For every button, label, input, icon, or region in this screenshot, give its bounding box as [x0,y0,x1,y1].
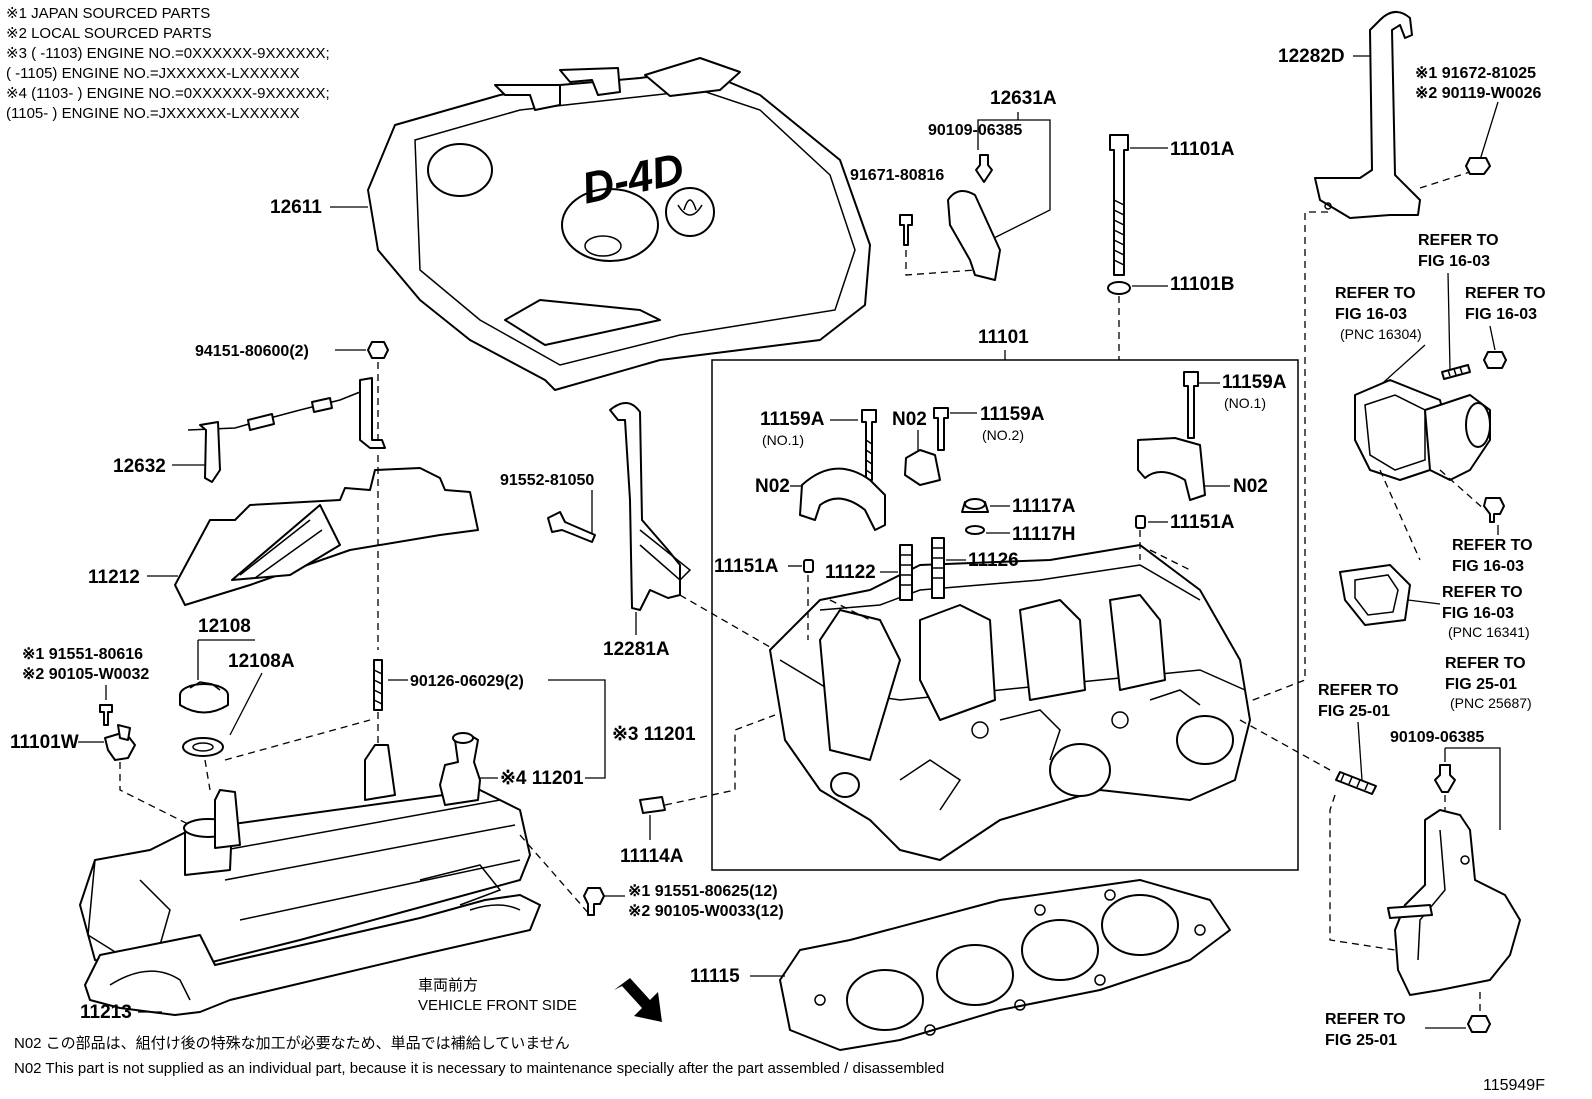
label-11101B: 11101B [1170,274,1234,295]
label-91551-80616: ※1 91551-80616 [22,646,143,663]
label-11159A-right-sub: (NO.1) [1224,395,1266,411]
label-11201-4: ※4 11201 [500,768,584,789]
label-90105-W0032: ※2 90105-W0032 [22,666,149,683]
refer-25-01-bottom: REFER TO FIG 25-01 [1325,1011,1406,1049]
label-12611: 12611 [270,197,322,218]
assembly-box [711,359,1299,871]
svg-text:REFER TO: REFER TO [1442,584,1523,601]
label-11122: 11122 [825,562,876,583]
label-90109-a: 90109-06385 [928,122,1022,139]
head-gasket [779,879,1231,1051]
note-line-1: ※1 JAPAN SOURCED PARTS [6,5,210,22]
svg-text:REFER TO: REFER TO [1325,1011,1406,1028]
refer-16-03-right: REFER TO FIG 16-03 [1465,285,1546,323]
label-12632: 12632 [113,456,166,477]
label-11159A-mid-sub: (NO.2) [982,427,1024,443]
label-11159A-mid: 11159A [980,404,1045,425]
svg-text:FIG 25-01: FIG 25-01 [1325,1032,1397,1049]
svg-text:FIG 16-03: FIG 16-03 [1335,306,1407,323]
svg-text:FIG 16-03: FIG 16-03 [1418,253,1490,270]
svg-text:REFER TO: REFER TO [1418,232,1499,249]
svg-text:(PNC 16341): (PNC 16341) [1448,624,1530,640]
note-line-4: ( -1105) ENGINE NO.=JXXXXXX-LXXXXXX [6,65,300,82]
label-11115: 11115 [690,966,740,987]
note-line-6: (1105- ) ENGINE NO.=JXXXXXX-LXXXXXX [6,105,300,122]
label-11159A-right: 11159A [1222,372,1287,393]
label-90126-06029: 90126-06029(2) [410,673,524,690]
label-90105-W0033: ※2 90105-W0033(12) [628,903,784,920]
label-12281A: 12281A [603,639,670,660]
footer-note-jp: N02 この部品は、組付け後の特殊な加工が必要なため、単品では補給していません [14,1035,570,1052]
refer-25-01-stud: REFER TO FIG 25-01 [1318,682,1399,720]
label-11201-3: ※3 11201 [612,724,696,745]
label-91671-80816: 91671-80816 [850,167,944,184]
label-11101: 11101 [978,327,1029,348]
refer-16-03-bolt: REFER TO FIG 16-03 [1452,537,1533,575]
front-label-jp: 車両前方 [418,977,478,994]
note-line-2: ※2 LOCAL SOURCED PARTS [6,25,212,42]
refer-16-03-pnc16304: REFER TO FIG 16-03 (PNC 16304) [1335,285,1422,342]
front-label-en: VEHICLE FRONT SIDE [418,997,577,1014]
figure-id: 115949F [1483,1077,1545,1094]
label-11151A-right: 11151A [1170,512,1235,533]
cylinder-head-cover [79,732,531,976]
svg-text:FIG 16-03: FIG 16-03 [1465,306,1537,323]
svg-text:FIG 25-01: FIG 25-01 [1318,703,1390,720]
label-11213: 11213 [80,1002,132,1023]
svg-text:FIG 25-01: FIG 25-01 [1445,676,1517,693]
label-11159A-left-sub: (NO.1) [762,432,804,448]
label-94151-80600: 94151-80600(2) [195,343,309,360]
label-11117A: 11117A [1012,496,1076,517]
refer-25-01-pnc25687: REFER TO FIG 25-01 (PNC 25687) [1445,655,1532,711]
label-11101A: 11101A [1170,139,1235,160]
water-outlet [1354,379,1491,481]
label-N02-left: N02 [755,476,790,497]
label-11159A-left: 11159A [760,409,825,430]
cylinder-head [769,544,1251,861]
label-91551-80625: ※1 91551-80625(12) [628,883,778,900]
label-11126: 11126 [968,550,1019,571]
engine-cover: D-4D [367,57,871,391]
arrow-front-icon [614,978,662,1022]
svg-text:(PNC 16304): (PNC 16304) [1340,326,1422,342]
label-91672-81025: ※1 91672-81025 [1415,65,1536,82]
svg-text:REFER TO: REFER TO [1452,537,1533,554]
label-90119-W0026: ※2 90119-W0026 [1415,85,1541,102]
svg-text:(PNC 25687): (PNC 25687) [1450,695,1532,711]
label-91552-81050: 91552-81050 [500,472,594,489]
header-notes: ※1 JAPAN SOURCED PARTS ※2 LOCAL SOURCED … [6,5,330,122]
label-12108: 12108 [198,616,251,637]
label-11114A: 11114A [620,846,684,867]
svg-text:REFER TO: REFER TO [1465,285,1546,302]
note-line-3: ※3 ( -1103) ENGINE NO.=0XXXXXX-9XXXXXX; [6,45,330,62]
label-11101W: 11101W [10,732,79,753]
svg-text:REFER TO: REFER TO [1445,655,1526,672]
bracket-25687 [1387,809,1521,996]
refer-16-03-pnc16341: REFER TO FIG 16-03 (PNC 16341) [1442,584,1530,640]
label-12631A: 12631A [990,88,1057,109]
label-12282D: 12282D [1278,46,1345,67]
label-N02-right: N02 [1233,476,1268,497]
label-11117H: 11117H [1012,524,1075,545]
label-12108A: 12108A [228,651,295,672]
svg-text:FIG 16-03: FIG 16-03 [1442,605,1514,622]
label-11212: 11212 [88,567,140,588]
refer-16-03-top: REFER TO FIG 16-03 [1418,232,1499,270]
footer-note-en: N02 This part is not supplied as an indi… [14,1060,944,1077]
label-N02-mid: N02 [892,409,927,430]
label-11151A-left: 11151A [714,556,779,577]
svg-text:FIG 16-03: FIG 16-03 [1452,558,1524,575]
label-90109-b: 90109-06385 [1390,729,1484,746]
note-line-5: ※4 (1103- ) ENGINE NO.=0XXXXXX-9XXXXXX; [6,85,330,102]
svg-text:REFER TO: REFER TO [1318,682,1399,699]
svg-text:REFER TO: REFER TO [1335,285,1416,302]
